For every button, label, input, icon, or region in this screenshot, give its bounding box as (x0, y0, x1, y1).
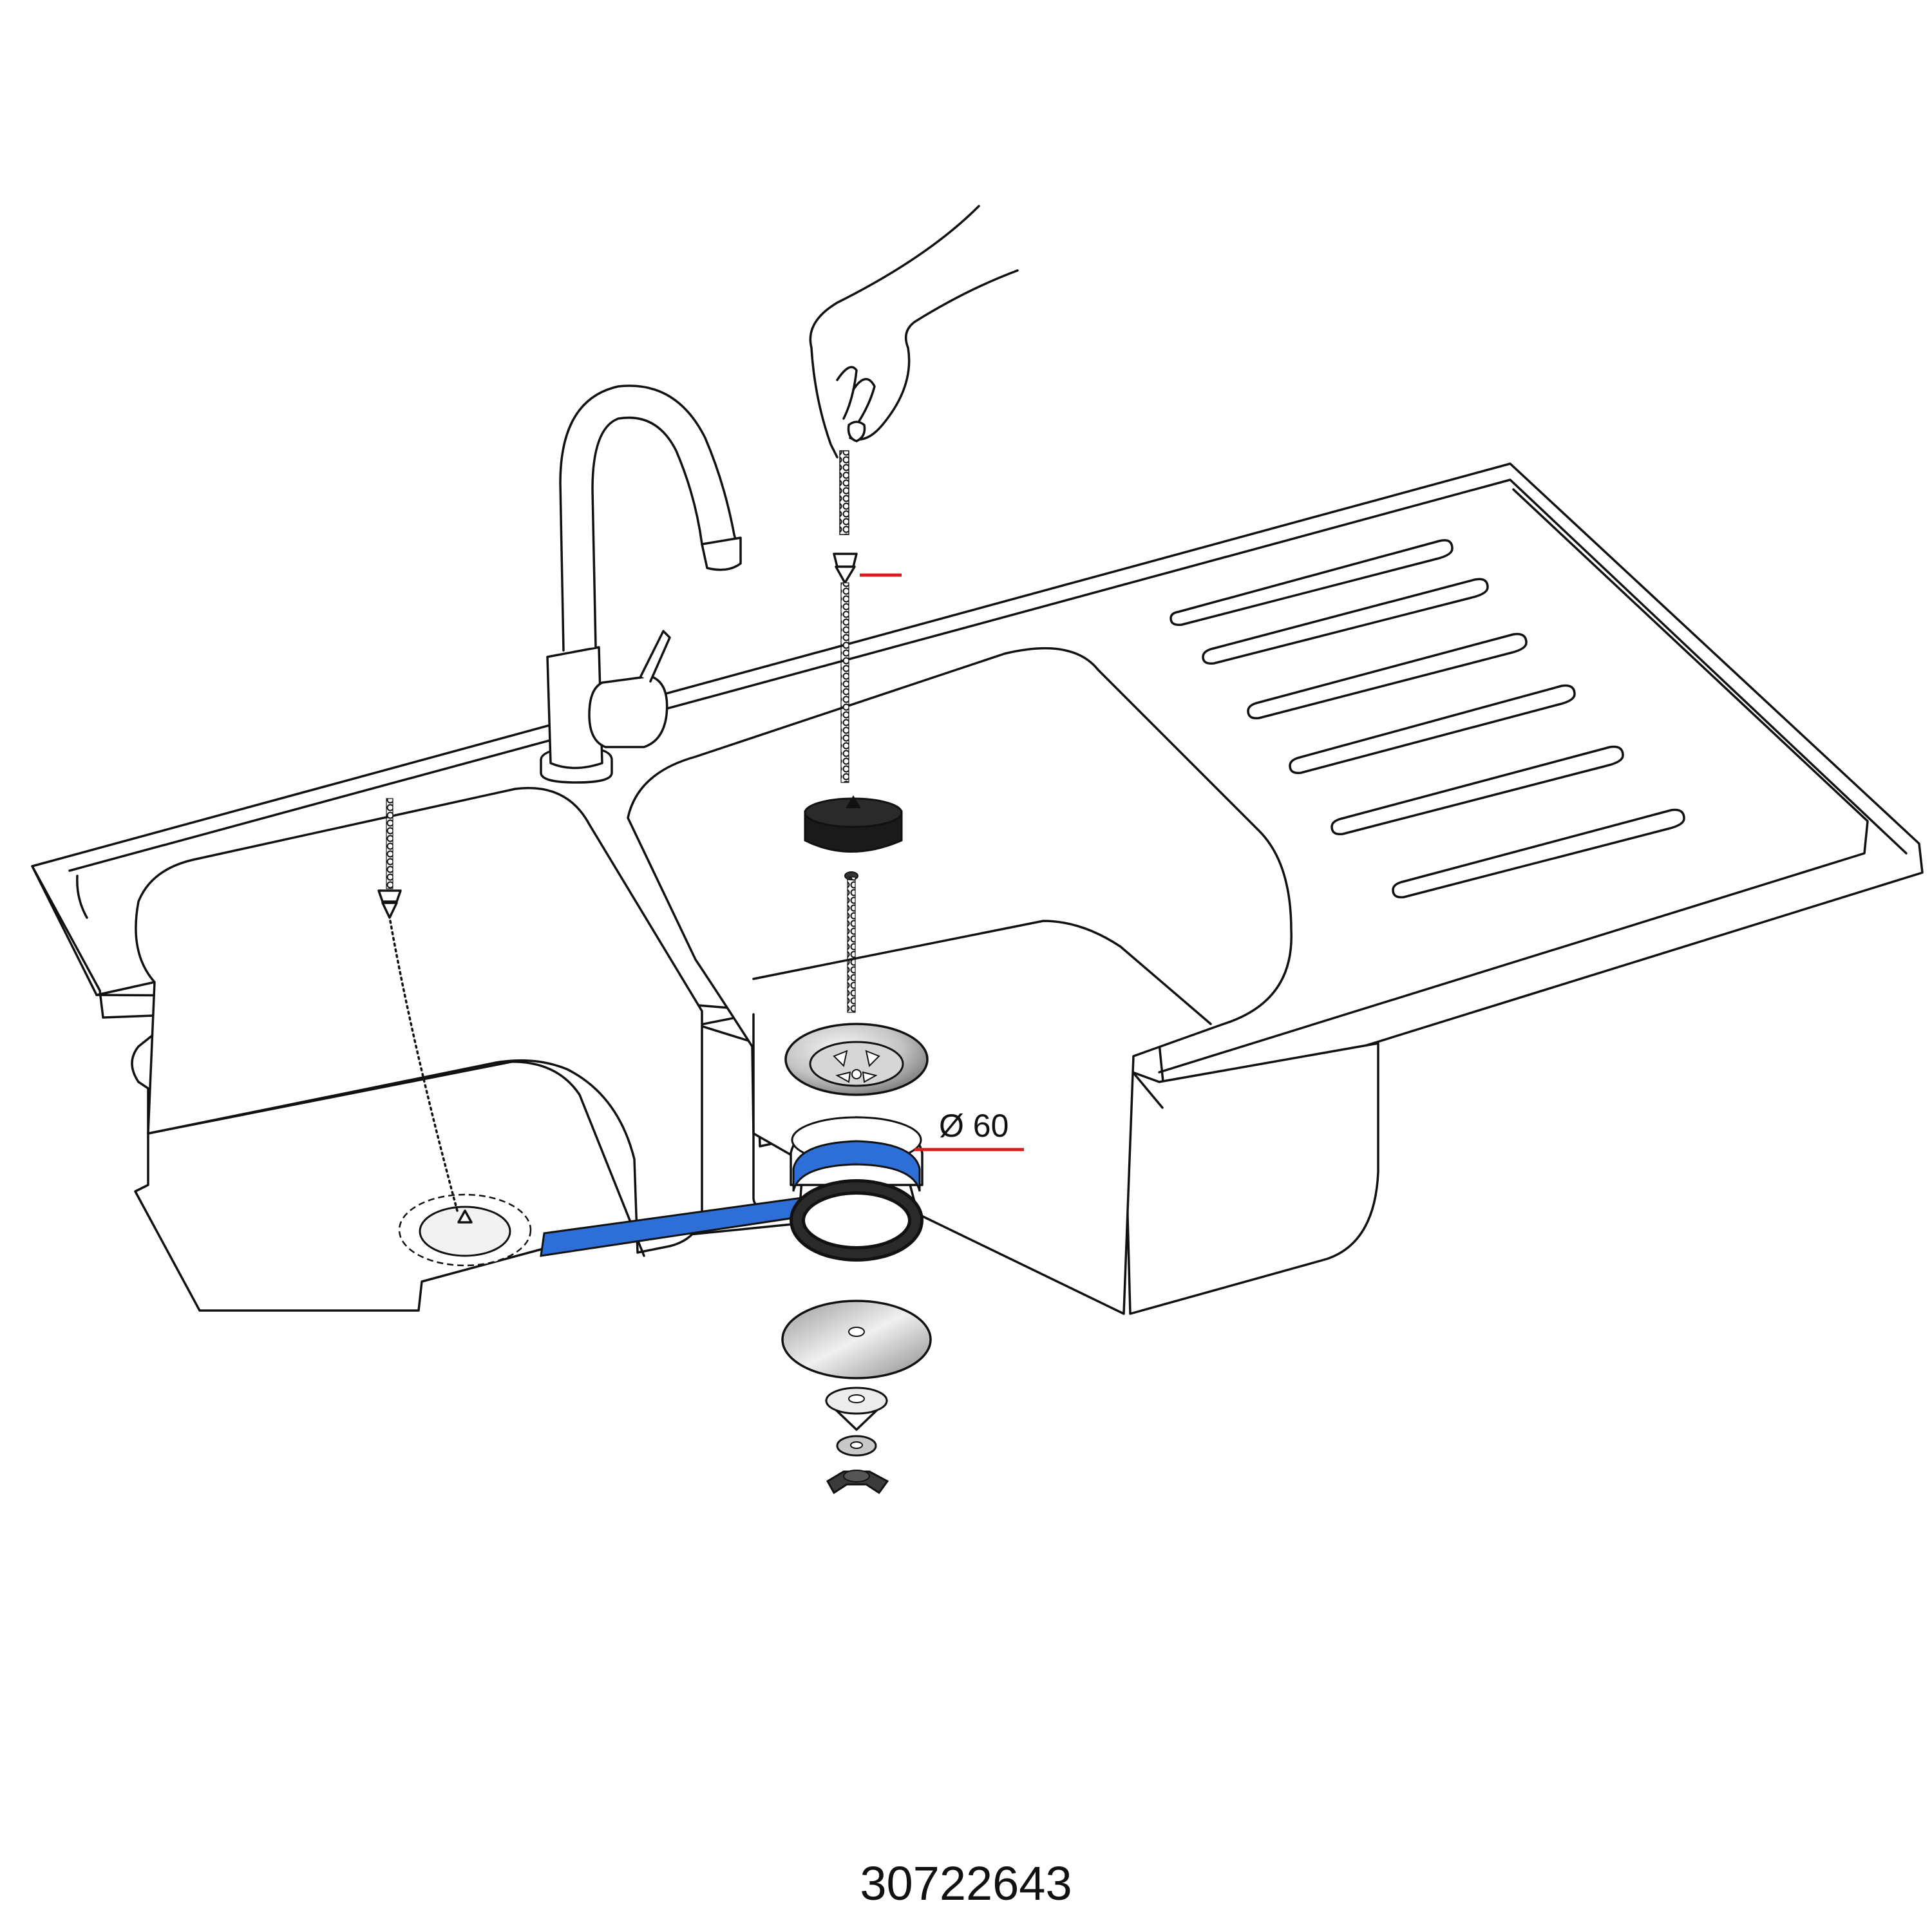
bottom-plate (781, 1300, 932, 1379)
flat-washer (836, 1435, 877, 1457)
sink-body (31, 462, 1924, 1315)
cone-washer (825, 1387, 888, 1431)
faucet-icon (540, 384, 742, 784)
left-drain-assembly (377, 798, 532, 1267)
drain-bolt (844, 871, 858, 1013)
drainboard-grooves (1170, 539, 1685, 899)
rubber-stopper-icon (804, 795, 903, 853)
article-number: 30722643 (860, 1857, 1072, 1910)
wing-nut-icon (826, 1470, 889, 1495)
drain-flange (790, 1116, 923, 1262)
flange-seal-ring (792, 1140, 921, 1192)
strainer-basket-icon (784, 1023, 929, 1096)
ball-chain-icon (833, 450, 858, 783)
hand-icon (809, 205, 1019, 459)
dimension-label: Ø 60 (939, 1108, 1009, 1144)
